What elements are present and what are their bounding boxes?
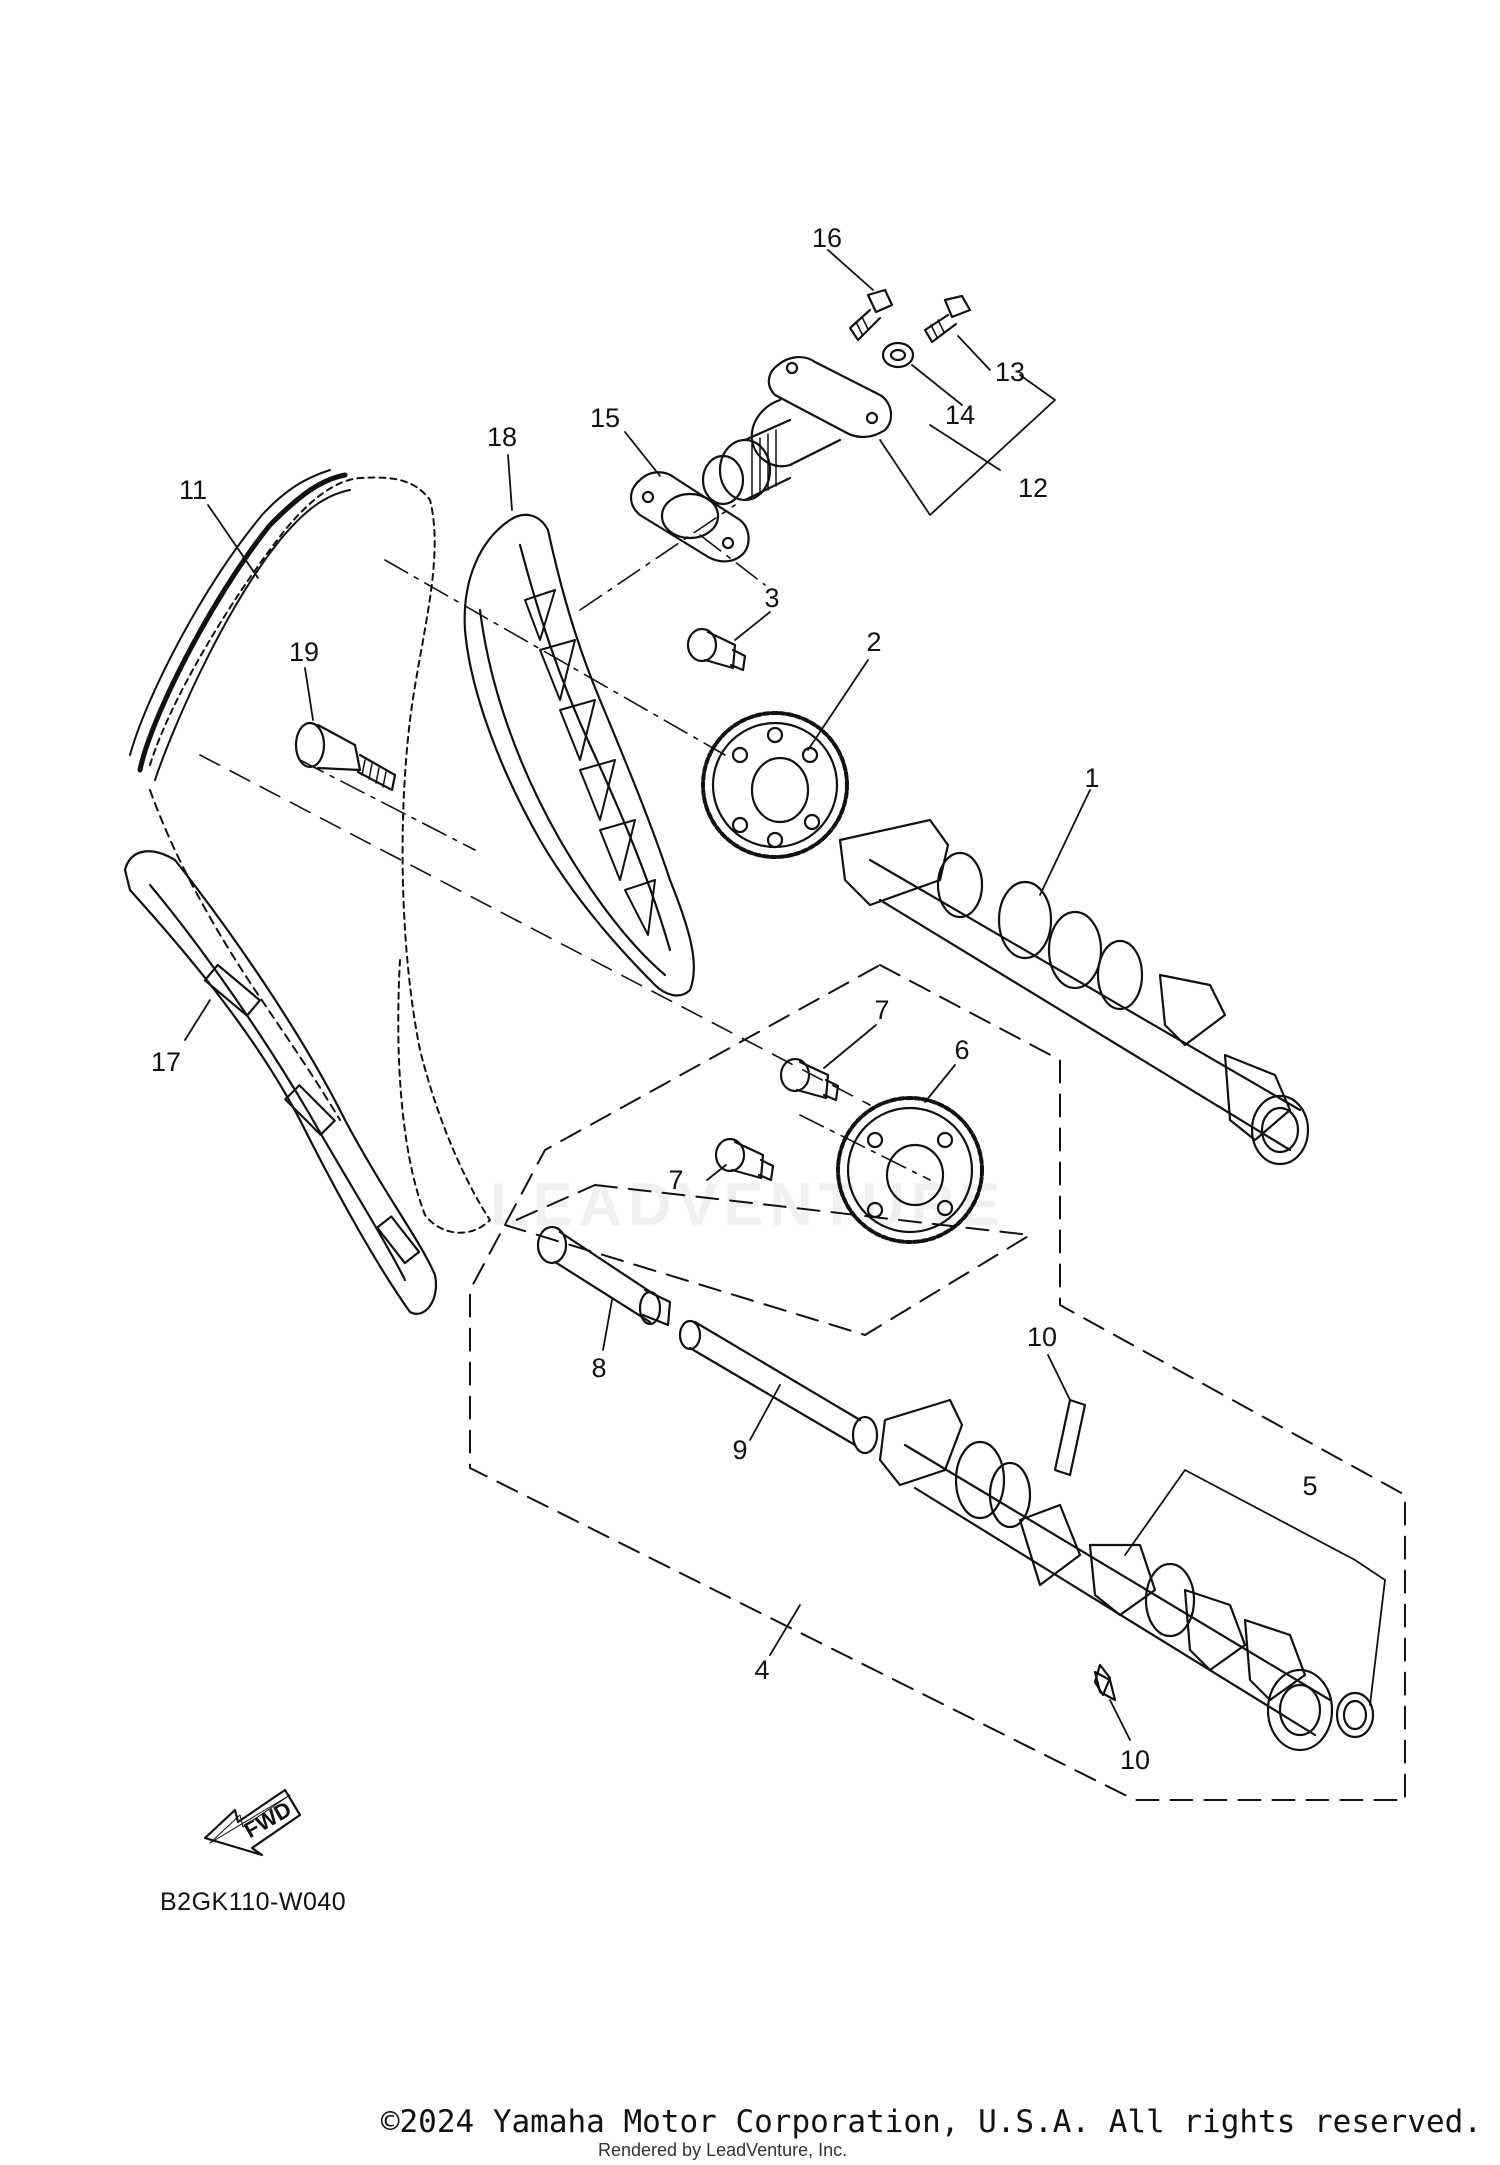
diagram-code: B2GK110-W040 <box>160 1888 347 1916</box>
assembly-boundary-6 <box>504 1184 1031 1336</box>
bolt-13 <box>923 294 972 344</box>
fwd-arrow-icon <box>203 1788 302 1857</box>
callout-19: 19 <box>288 637 320 667</box>
shaft-9 <box>678 1319 879 1455</box>
dowel-pin-10-upper <box>1053 1398 1087 1477</box>
callout-5: 5 <box>1302 1471 1318 1501</box>
chain-guide-17 <box>123 850 438 1315</box>
callout-17: 17 <box>150 1047 182 1077</box>
bolt-7-lower <box>714 1137 775 1182</box>
callout-7-upper: 7 <box>874 995 890 1025</box>
cam-chain-tensioner-12 <box>701 356 893 506</box>
shaft-8 <box>536 1225 672 1327</box>
chain-alignment <box>199 754 871 1106</box>
rendered-by-notice: Rendered by LeadVenture, Inc. <box>598 2140 848 2160</box>
sprocket-2 <box>701 711 849 859</box>
alignment-lines <box>299 504 931 1181</box>
bracket-12 <box>879 374 1056 516</box>
tensioner-guide-18 <box>463 513 696 997</box>
callout-10-upper: 10 <box>1026 1322 1058 1352</box>
callout-6: 6 <box>954 1035 970 1065</box>
assembly-boundary-4 <box>469 964 1406 1801</box>
bolt-3 <box>686 627 747 672</box>
bolt-19 <box>294 721 397 792</box>
callout-10-lower: 10 <box>1119 1745 1151 1775</box>
leader-lines <box>184 249 1131 1741</box>
timing-chain-11 <box>129 469 491 1234</box>
callout-11: 11 <box>178 475 208 505</box>
dowel-pin-10-lower <box>1093 1663 1117 1702</box>
callout-8: 8 <box>591 1353 607 1383</box>
bracket-5 <box>1124 1469 1386 1706</box>
callout-13: 13 <box>994 357 1026 387</box>
callout-2: 2 <box>866 627 882 657</box>
callout-14: 14 <box>944 400 976 430</box>
bolt-16 <box>848 288 894 342</box>
callout-16: 16 <box>811 223 843 253</box>
callout-15: 15 <box>589 403 621 433</box>
bolt-7-upper <box>779 1057 840 1102</box>
callout-12: 12 <box>1017 473 1049 503</box>
sprocket-6 <box>836 1096 984 1244</box>
callout-3: 3 <box>764 583 780 613</box>
camshaft-1 <box>838 818 1310 1166</box>
callout-18: 18 <box>486 422 518 452</box>
callout-7-lower: 7 <box>668 1165 684 1195</box>
washer-14 <box>881 341 915 369</box>
camshaft-5 <box>878 1398 1375 1752</box>
gasket-15 <box>629 471 750 563</box>
callout-1: 1 <box>1084 763 1100 793</box>
callout-4: 4 <box>754 1655 770 1685</box>
callout-9: 9 <box>732 1435 748 1465</box>
copyright-notice: ©2024 Yamaha Motor Corporation, U.S.A. A… <box>380 2104 1482 2140</box>
